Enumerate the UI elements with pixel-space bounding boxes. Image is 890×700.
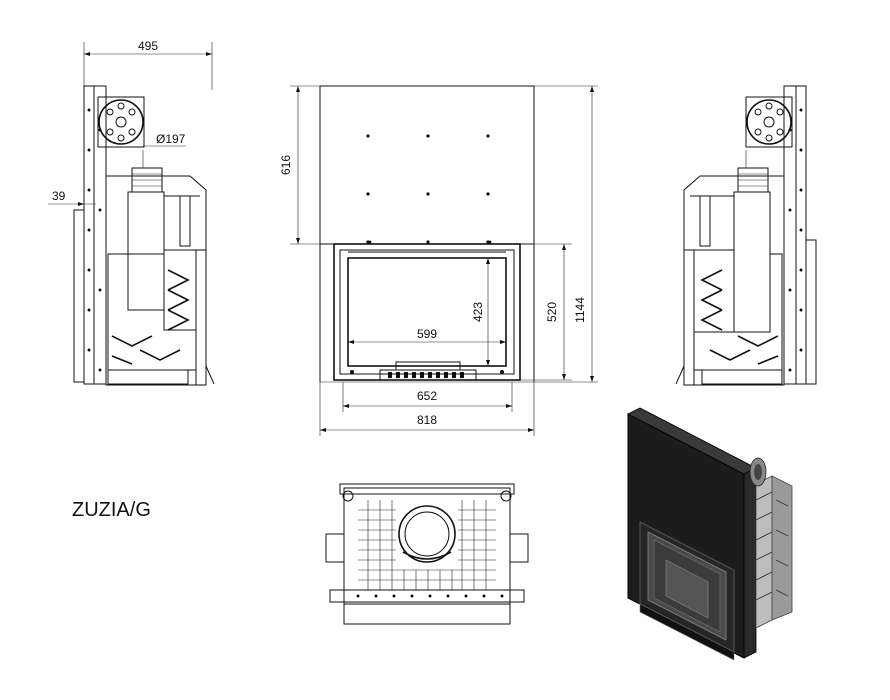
dim-flue-diameter: Ø197 — [156, 132, 186, 146]
dim-door-height: 520 — [545, 302, 559, 322]
dim-door-width: 652 — [417, 389, 437, 403]
dim-top-height: 616 — [279, 155, 293, 175]
dim-side-width: 495 — [138, 39, 158, 53]
dim-rear-offset: 39 — [52, 189, 66, 203]
right-side-view — [675, 85, 817, 386]
front-view: 616 599 — [279, 85, 598, 436]
isometric-view — [627, 407, 793, 661]
left-side-view: 495 Ø197 — [48, 39, 215, 386]
dim-glass-width: 599 — [417, 327, 437, 341]
dim-total-height: 1144 — [573, 297, 587, 323]
dim-total-width: 818 — [417, 413, 437, 427]
dim-glass-height: 423 — [471, 302, 485, 322]
top-view — [325, 483, 529, 625]
model-title: ZUZIA/G — [72, 499, 151, 521]
